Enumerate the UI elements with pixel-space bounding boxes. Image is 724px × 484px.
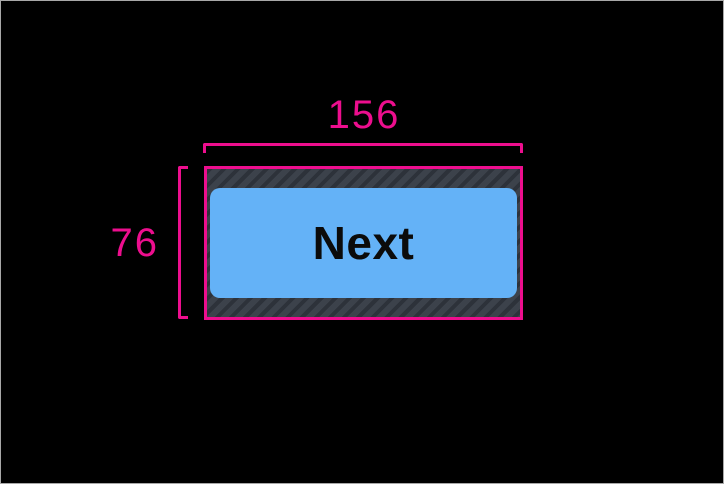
- width-measure-bracket: [203, 143, 523, 153]
- next-button-label: Next: [312, 217, 415, 269]
- height-measure-bracket: [178, 166, 188, 319]
- touch-target-region[interactable]: Next: [204, 166, 523, 320]
- height-dimension-label: 76: [110, 221, 159, 265]
- width-dimension-label: 156: [327, 93, 401, 137]
- next-button[interactable]: Next: [210, 188, 517, 298]
